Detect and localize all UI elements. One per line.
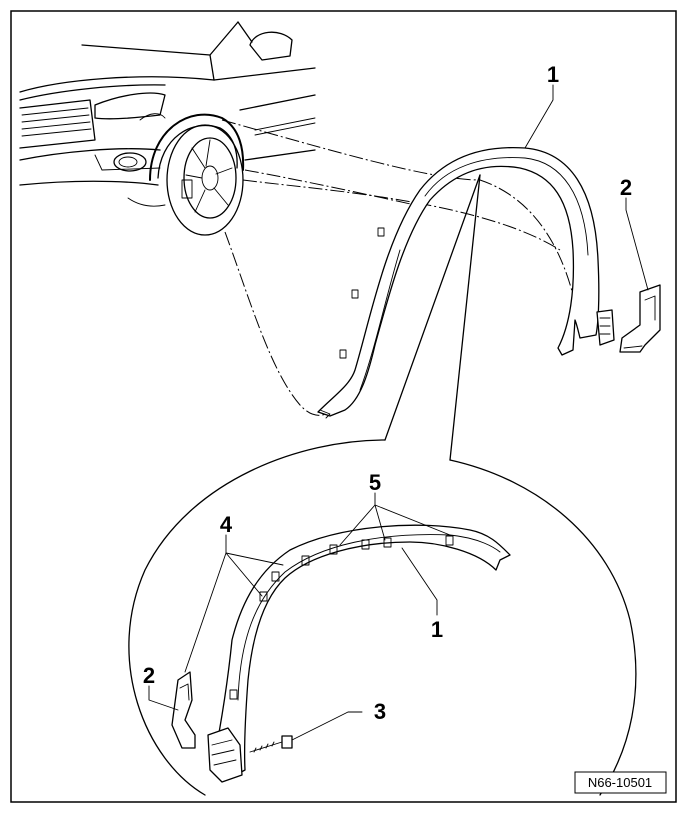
- top-wheel-arch-trim: [317, 146, 615, 419]
- figure-id: N66-10501: [588, 775, 652, 790]
- callout-screw: 3: [374, 699, 386, 724]
- vehicle-front-illustration: [19, 21, 316, 236]
- detail-mounting-bracket: [171, 671, 196, 749]
- callout-top-trim: 1: [547, 62, 559, 87]
- callout-clips-top: 5: [369, 470, 381, 495]
- callout-detail-bracket: 2: [143, 663, 155, 688]
- figure-id-box: N66-10501: [574, 771, 667, 794]
- callout-leaders: [148, 84, 649, 741]
- callout-clips-left: 4: [220, 512, 233, 537]
- callout-top-bracket: 2: [620, 175, 632, 200]
- screw-part: [249, 735, 293, 753]
- callout-detail-trim: 1: [431, 617, 443, 642]
- top-mounting-bracket: [619, 284, 661, 353]
- detail-magnifier: [128, 174, 637, 796]
- detail-wheel-arch-trim: [207, 524, 511, 783]
- figure-frame: [10, 10, 677, 803]
